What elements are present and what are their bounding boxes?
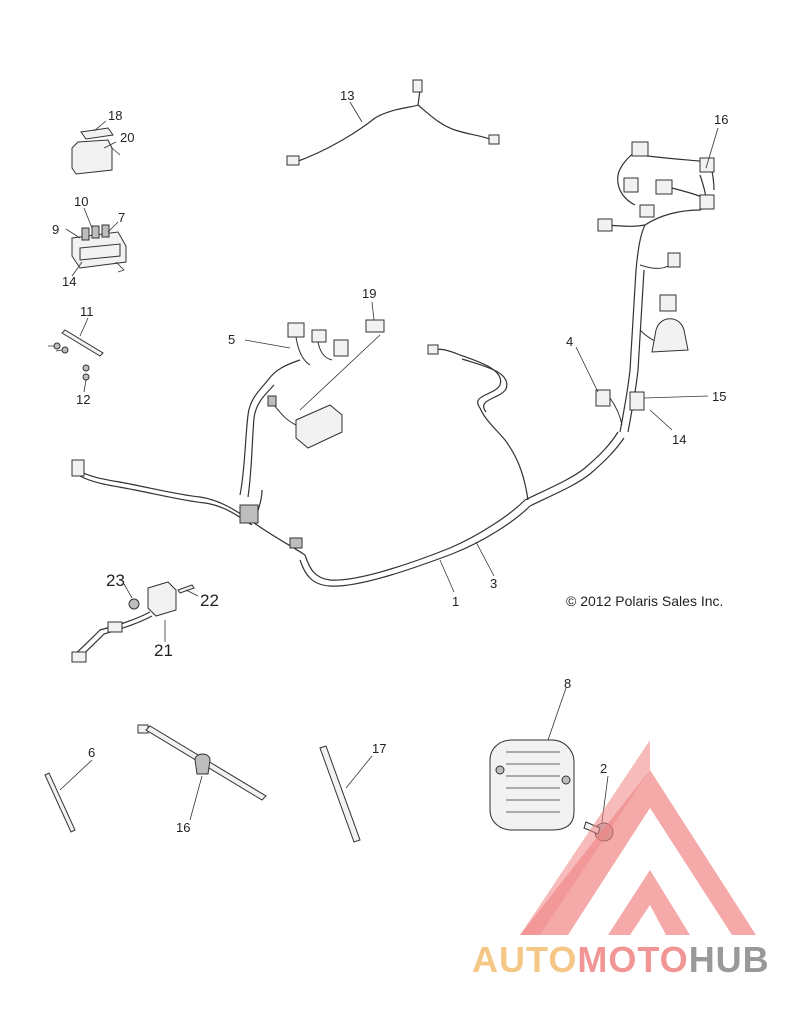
push-mount-strap-16 [137,724,267,821]
watermark-hub: HUB [689,939,770,980]
harness-13 [286,79,500,166]
watermark-moto: MOTO [577,939,688,980]
callout-13: 13 [340,88,354,103]
fuse-block-assembly [71,224,127,273]
callout-5: 5 [228,332,235,347]
callout-15: 15 [712,389,726,404]
bracket-assembly [48,329,104,381]
callout-14-left: 14 [62,274,76,289]
callout-4: 4 [566,334,573,349]
callout-8: 8 [564,676,571,691]
callout-14-right: 14 [672,432,686,447]
watermark-triangle-icon [520,770,756,935]
callout-10: 10 [74,194,88,209]
main-harness [71,344,625,587]
callout-labels: 13 18 20 16 10 7 9 14 19 11 5 4 15 12 14… [52,88,728,835]
ground-assembly [71,581,195,663]
right-harness [575,127,719,433]
voltage-regulator-8 [489,687,575,831]
tie-strap-6 [44,759,93,833]
callout-16-bottom: 16 [176,820,190,835]
callout-19: 19 [362,286,376,301]
svg-text:AUTOMOTOHUB: AUTOMOTOHUB [472,939,770,980]
leader-lines [65,101,495,599]
tie-strap-17 [319,745,373,843]
callout-7: 7 [118,210,125,225]
callout-9: 9 [52,222,59,237]
fuse-cover-assembly [71,127,121,175]
callout-3: 3 [490,576,497,591]
callout-20: 20 [120,130,134,145]
watermark-auto: AUTO [472,939,577,980]
callout-22: 22 [200,591,219,610]
callout-17: 17 [372,741,386,756]
callout-12: 12 [76,392,90,407]
callout-6: 6 [88,745,95,760]
copyright-notice: © 2012 Polaris Sales Inc. [566,593,723,609]
callout-18: 18 [108,108,122,123]
callout-11: 11 [80,304,94,319]
callout-16-top: 16 [714,112,728,127]
callout-21: 21 [154,641,173,660]
callout-2: 2 [600,761,607,776]
watermark-logo: AUTOMOTOHUB [472,740,770,980]
callout-23: 23 [106,571,125,590]
callout-1: 1 [452,594,459,609]
relay-19 [267,301,385,449]
connector-cluster-5 [244,322,349,366]
